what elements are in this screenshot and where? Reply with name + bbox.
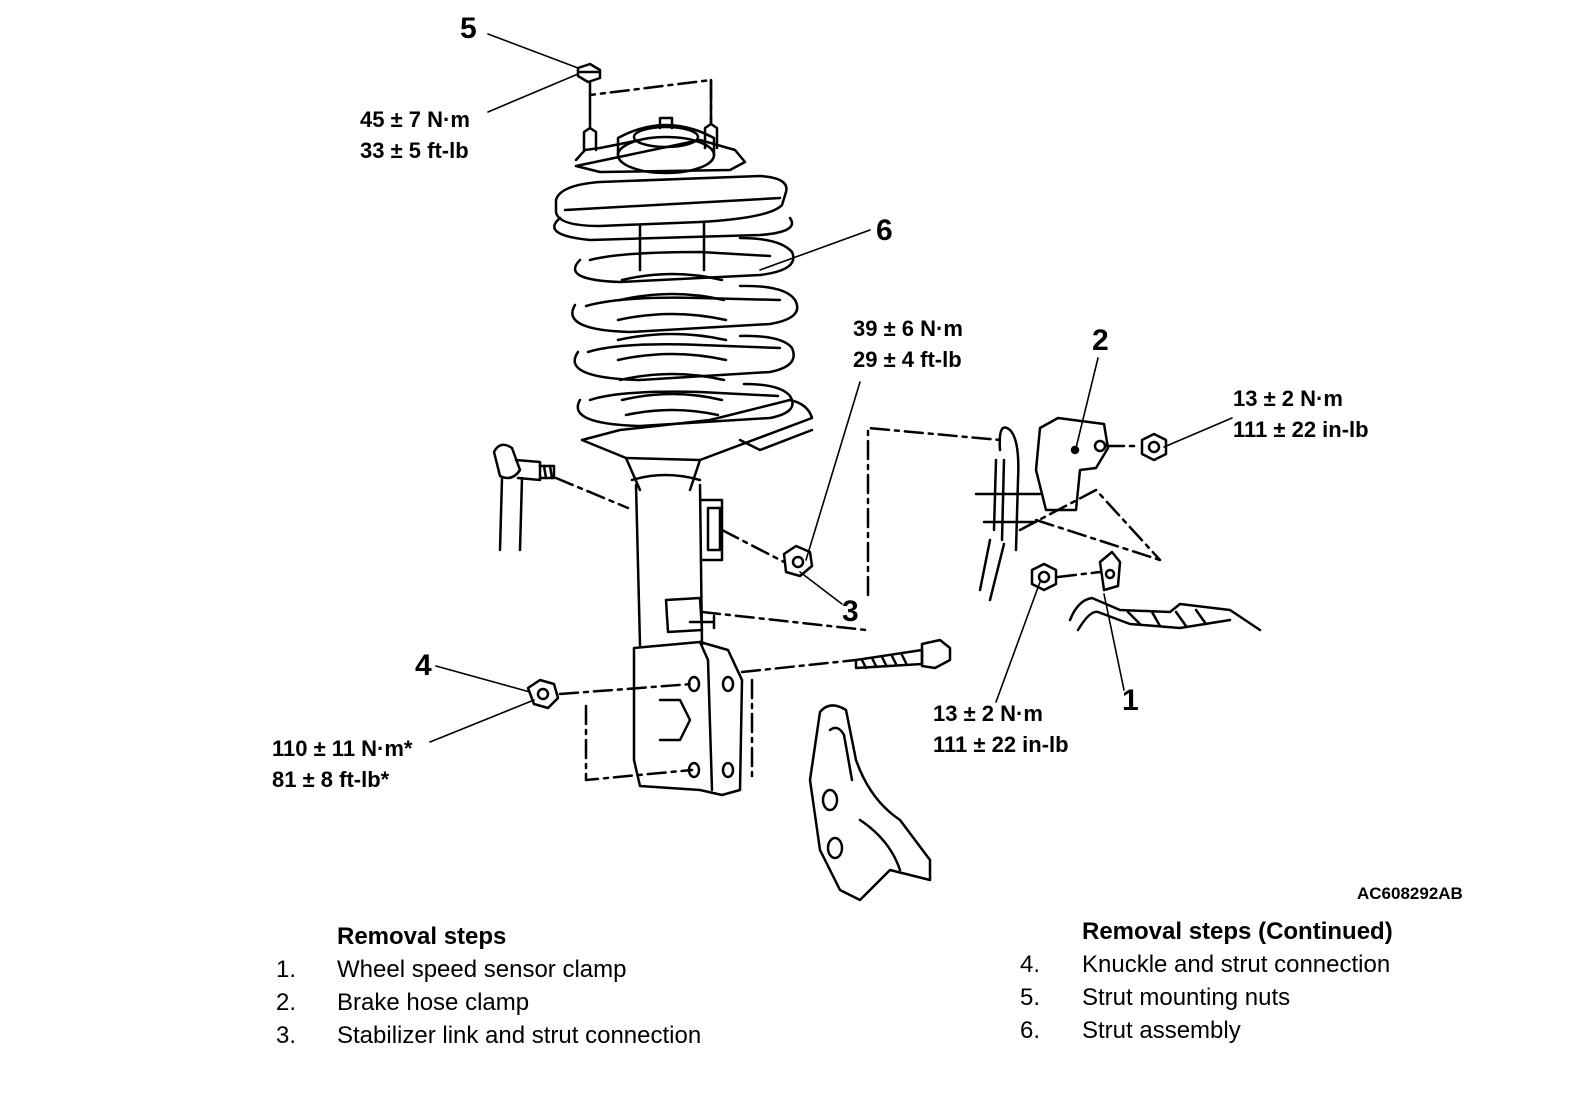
torque-imperial: 33 ± 5 ft-lb [360, 138, 469, 163]
removal-steps-continued: Removal steps (Continued) 4. Knuckle and… [1020, 915, 1393, 1047]
step-number: 5. [1020, 984, 1041, 1011]
stabilizer-nut-guide [720, 528, 786, 564]
wheel-speed-sensor [1068, 596, 1262, 632]
dust-boot [616, 220, 728, 417]
step-text: Wheel speed sensor clamp [337, 956, 627, 983]
strut-tube [630, 473, 724, 647]
stabilizer-guide-line [554, 476, 630, 510]
torque-nm: 110 ± 11 N·m* [272, 736, 413, 761]
step-number: 2. [276, 989, 297, 1016]
steering-knuckle [808, 704, 932, 902]
removal-step: 1. Wheel speed sensor clamp [276, 953, 701, 986]
callout-5: 5 [460, 12, 477, 45]
brake-hose-nut [1140, 432, 1168, 462]
torque-spec-strut-mount: 45 ± 7 N·m 33 ± 5 ft-lb [360, 104, 470, 166]
torque-imperial: 81 ± 8 ft-lb* [272, 767, 390, 792]
step-number: 4. [1020, 951, 1041, 978]
removal-step: 5. Strut mounting nuts [1020, 981, 1393, 1014]
step-text: Knuckle and strut connection [1082, 951, 1391, 978]
removal-step: 4. Knuckle and strut connection [1020, 948, 1393, 981]
removal-step: 6. Strut assembly [1020, 1014, 1393, 1047]
torque-spec-stabilizer-link: 39 ± 6 N·m 29 ± 4 ft-lb [853, 313, 963, 375]
knuckle-bolt-guide [740, 658, 858, 674]
torque-imperial: 29 ± 4 ft-lb [853, 347, 962, 372]
step-number: 1. [276, 956, 297, 983]
brake-hose [974, 426, 1042, 602]
torque-imperial: 111 ± 22 in-lb [933, 732, 1069, 757]
brake-hose-guide-lines [700, 426, 1162, 632]
step-number: 6. [1020, 1017, 1041, 1044]
upper-spring-seat [554, 174, 788, 228]
torque-nm: 39 ± 6 N·m [853, 316, 963, 341]
stabilizer-link [492, 443, 556, 552]
torque-spec-sensor-clamp: 13 ± 2 N·m 111 ± 22 in-lb [933, 698, 1069, 760]
torque-imperial: 111 ± 22 in-lb [1233, 417, 1369, 442]
sensor-clamp-nut [1030, 562, 1058, 592]
torque-nm: 13 ± 2 N·m [1233, 386, 1343, 411]
leader-lines [429, 33, 1233, 743]
callout-4: 4 [415, 649, 432, 682]
stabilizer-nut [782, 544, 814, 578]
wheel-speed-sensor-clamp [1098, 550, 1122, 592]
brake-hose-bracket [1034, 416, 1110, 512]
removal-steps: Removal steps 1. Wheel speed sensor clam… [276, 920, 701, 1052]
knuckle-bolt [854, 638, 952, 670]
callout-2: 2 [1092, 324, 1109, 357]
removal-step: 2. Brake hose clamp [276, 986, 701, 1019]
callout-3: 3 [842, 595, 859, 628]
lower-spring-seat [580, 398, 814, 492]
removal-steps-heading: Removal steps [337, 923, 507, 950]
knuckle-guide-lines [558, 678, 754, 782]
torque-nm: 45 ± 7 N·m [360, 107, 470, 132]
coil-spring [553, 216, 799, 428]
step-text: Brake hose clamp [337, 989, 530, 1016]
torque-spec-brake-hose-clamp: 13 ± 2 N·m 111 ± 22 in-lb [1233, 383, 1369, 445]
step-number: 3. [276, 1022, 297, 1049]
removal-steps-continued-heading: Removal steps (Continued) [1082, 918, 1393, 945]
strut-mounting-nut [576, 62, 602, 84]
callout-1: 1 [1122, 684, 1139, 717]
figure-id: AC608292AB [1357, 884, 1463, 903]
step-text: Strut mounting nuts [1082, 984, 1291, 1011]
step-text: Strut assembly [1082, 1017, 1241, 1044]
knuckle-nut [526, 678, 560, 710]
torque-spec-knuckle: 110 ± 11 N·m* 81 ± 8 ft-lb* [272, 733, 413, 795]
step-text: Stabilizer link and strut connection [337, 1022, 702, 1049]
nut-guide-lines [588, 78, 713, 126]
callout-6: 6 [876, 214, 893, 247]
torque-nm: 13 ± 2 N·m [933, 701, 1043, 726]
removal-step: 3. Stabilizer link and strut connection [276, 1019, 701, 1052]
sensor-guide-line [1056, 570, 1102, 579]
strut-lower-clevis [632, 640, 744, 797]
